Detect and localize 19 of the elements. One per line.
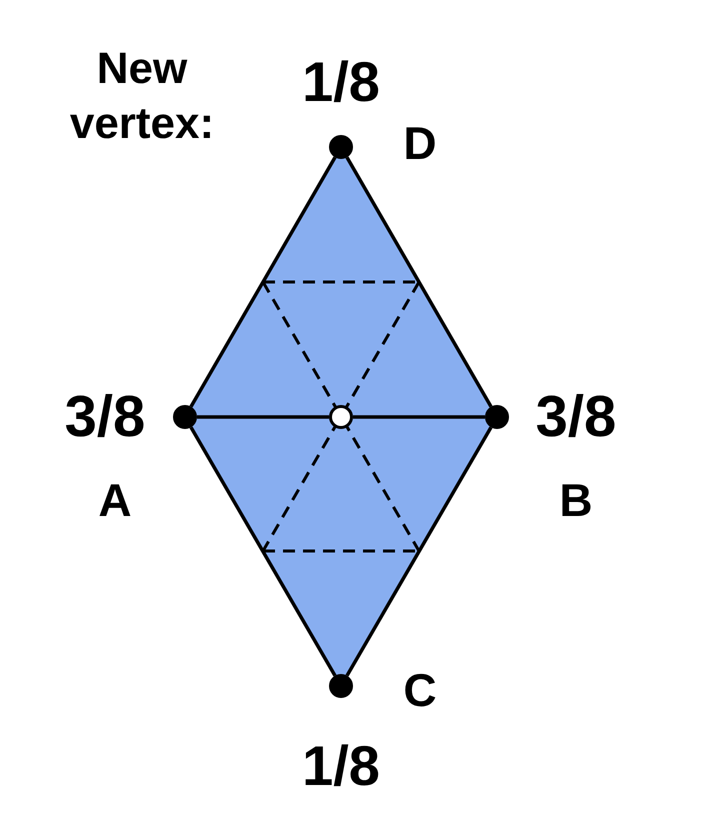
heading-label: New vertex: (68, 43, 216, 150)
vertex-label: B (559, 477, 593, 523)
edge-line (346, 426, 492, 676)
edge-line (189, 156, 337, 408)
vertex-point (485, 405, 509, 429)
vertex-label: C (403, 667, 437, 713)
edge-line (345, 156, 493, 408)
weight-label: 3/8 (64, 388, 146, 446)
edge-line (353, 415, 485, 419)
edge-line (197, 415, 329, 419)
weight-label: 3/8 (536, 388, 616, 446)
vertex-label: D (403, 120, 437, 166)
edge-line (190, 426, 336, 676)
vertex-point (329, 674, 353, 698)
vertex-label: A (98, 477, 132, 523)
weight-label: 1/8 (302, 54, 380, 110)
weight-label: 1/8 (302, 738, 380, 794)
vertex-point (173, 405, 197, 429)
vertex-point (329, 135, 353, 159)
